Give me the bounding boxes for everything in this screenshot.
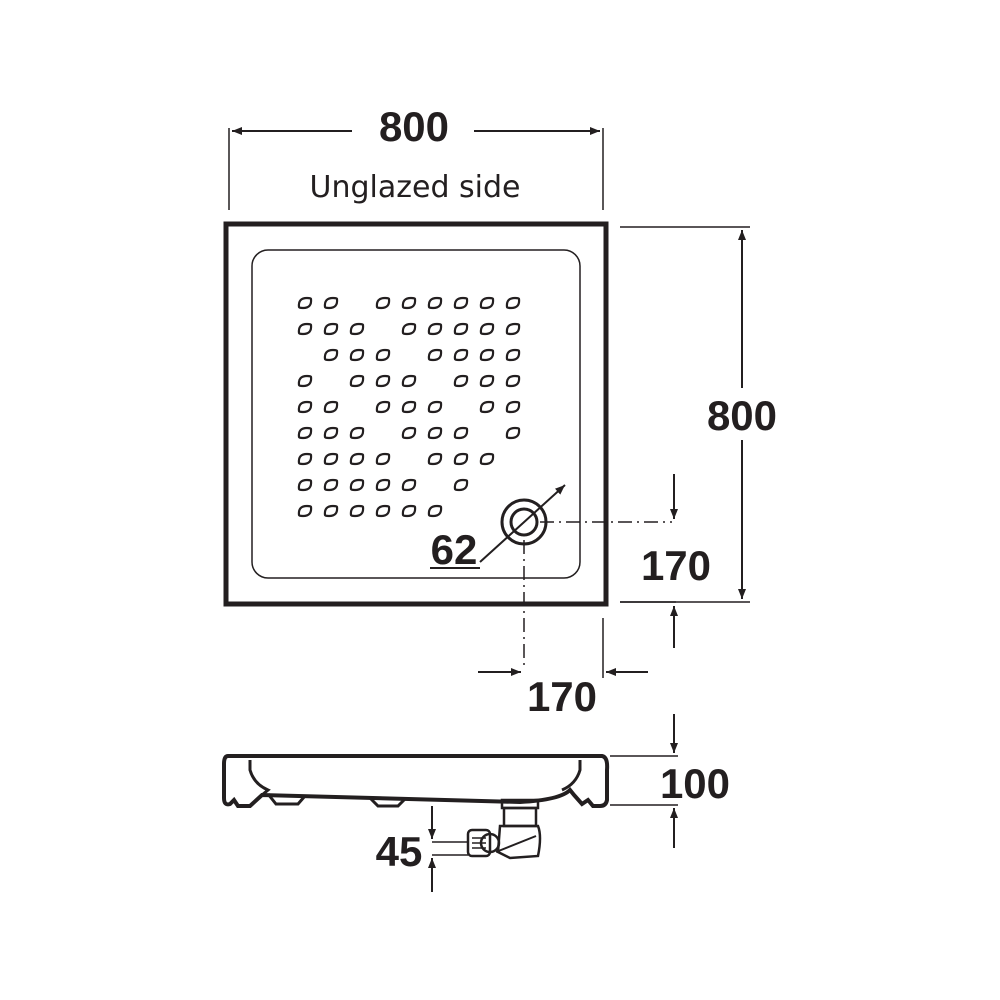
anti-slip-dot xyxy=(453,478,469,492)
diameter-arrow xyxy=(479,484,566,563)
tray-height-label: 100 xyxy=(660,760,730,807)
tray-outline xyxy=(223,221,609,607)
anti-slip-dot xyxy=(349,478,365,492)
drain-offset-horizontal-label: 170 xyxy=(527,673,597,720)
anti-slip-dot xyxy=(427,296,443,310)
anti-slip-dot xyxy=(479,374,495,388)
anti-slip-dot xyxy=(453,296,469,310)
anti-slip-dot xyxy=(505,374,521,388)
tray-inner-basin xyxy=(251,249,581,579)
anti-slip-dot xyxy=(479,348,495,362)
unglazed-side-label: Unglazed side xyxy=(310,170,521,205)
anti-slip-dot xyxy=(297,296,313,310)
drain-diameter-label: 62 xyxy=(431,526,478,573)
anti-slip-dot xyxy=(375,296,391,310)
anti-slip-dot xyxy=(453,452,469,466)
anti-slip-dot xyxy=(401,296,417,310)
anti-slip-dot xyxy=(323,452,339,466)
tray-side-inner-right xyxy=(561,760,582,792)
tray-side-profile xyxy=(222,754,610,808)
anti-slip-dot xyxy=(375,374,391,388)
anti-slip-dot xyxy=(505,348,521,362)
anti-slip-dot xyxy=(323,400,339,414)
anti-slip-dot xyxy=(323,426,339,440)
anti-slip-dot xyxy=(505,426,521,440)
anti-slip-dot xyxy=(349,452,365,466)
height-dimension-label: 800 xyxy=(707,392,777,439)
tray-foot xyxy=(368,796,407,808)
anti-slip-dot xyxy=(375,452,391,466)
anti-slip-dot xyxy=(297,322,313,336)
anti-slip-dot xyxy=(323,296,339,310)
anti-slip-dot xyxy=(349,426,365,440)
anti-slip-dot xyxy=(401,504,417,518)
anti-slip-dot xyxy=(427,426,443,440)
anti-slip-dot xyxy=(505,296,521,310)
anti-slip-dot xyxy=(401,374,417,388)
anti-slip-dot xyxy=(323,478,339,492)
anti-slip-dot xyxy=(453,348,469,362)
anti-slip-dot xyxy=(375,400,391,414)
anti-slip-dot xyxy=(323,348,339,362)
anti-slip-dot xyxy=(349,348,365,362)
anti-slip-dot xyxy=(427,322,443,336)
anti-slip-dot xyxy=(453,374,469,388)
outlet-height-label: 45 xyxy=(376,828,423,875)
anti-slip-dot xyxy=(349,504,365,518)
anti-slip-dot xyxy=(505,322,521,336)
anti-slip-dot xyxy=(375,478,391,492)
anti-slip-dot xyxy=(401,426,417,440)
anti-slip-dot xyxy=(401,478,417,492)
anti-slip-dot xyxy=(297,504,313,518)
anti-slip-dot xyxy=(427,348,443,362)
anti-slip-dot xyxy=(297,452,313,466)
anti-slip-dot xyxy=(375,504,391,518)
anti-slip-dot xyxy=(427,504,443,518)
anti-slip-dot xyxy=(297,426,313,440)
anti-slip-dot xyxy=(479,322,495,336)
anti-slip-dot xyxy=(297,374,313,388)
anti-slip-dot xyxy=(349,374,365,388)
tray-side-inner-left xyxy=(248,760,271,797)
anti-slip-dot xyxy=(479,296,495,310)
anti-slip-dot xyxy=(375,348,391,362)
tray-foot xyxy=(266,793,307,806)
anti-slip-dot xyxy=(427,400,443,414)
anti-slip-dot xyxy=(453,322,469,336)
anti-slip-dot xyxy=(453,426,469,440)
anti-slip-dot xyxy=(427,452,443,466)
anti-slip-dot xyxy=(297,478,313,492)
anti-slip-dot xyxy=(479,452,495,466)
anti-slip-dot xyxy=(505,400,521,414)
anti-slip-dot xyxy=(323,322,339,336)
anti-slip-dot xyxy=(401,322,417,336)
drain-offset-vertical-label: 170 xyxy=(641,542,711,589)
anti-slip-dot xyxy=(323,504,339,518)
anti-slip-dot xyxy=(401,400,417,414)
anti-slip-dot xyxy=(479,400,495,414)
width-dimension-label: 800 xyxy=(379,103,449,150)
anti-slip-dot xyxy=(297,400,313,414)
waste-trap-icon xyxy=(466,798,542,860)
anti-slip-pattern xyxy=(297,296,521,518)
anti-slip-dot xyxy=(349,322,365,336)
